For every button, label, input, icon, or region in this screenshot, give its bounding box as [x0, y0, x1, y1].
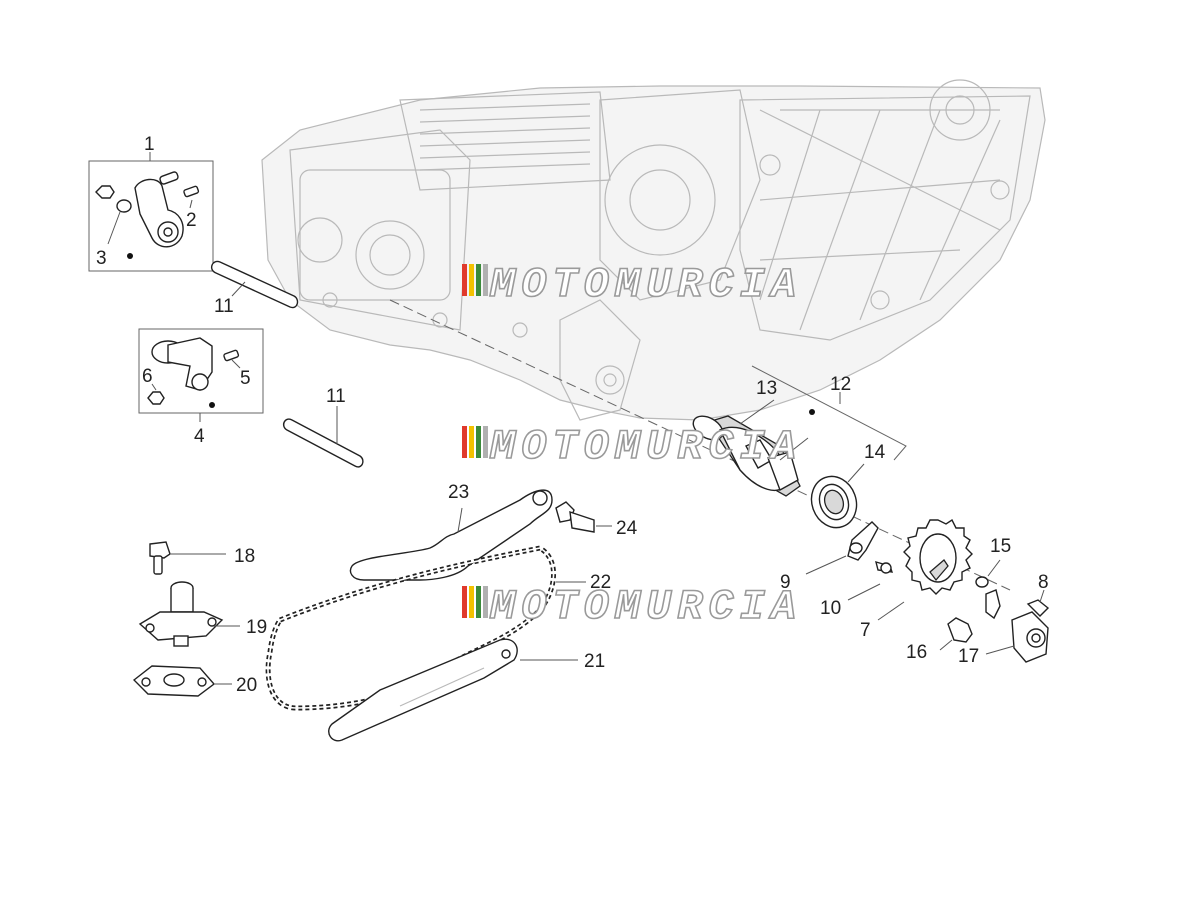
callout-21: 21 — [584, 651, 605, 672]
watermark-stripe — [469, 426, 474, 458]
callout-3: 3 — [96, 248, 107, 269]
rocker-arm-kit-1 — [88, 152, 214, 272]
callout-18: 18 — [234, 546, 255, 567]
rocker-shaft-pin-lower — [282, 406, 364, 468]
callout-12: 12 — [830, 374, 851, 395]
rocker-arm-kit-4 — [138, 328, 264, 422]
watermark-stripe — [462, 264, 467, 296]
watermark-stripe — [476, 264, 481, 296]
callout-23: 23 — [448, 482, 469, 503]
callout-10: 10 — [820, 598, 841, 619]
watermark-stripe — [476, 426, 481, 458]
chain-tensioner-19 — [138, 581, 240, 647]
callout-1: 1 — [144, 134, 155, 155]
callout-9: 9 — [780, 572, 791, 593]
camshaft-assembly — [692, 365, 907, 529]
callout-22: 22 — [590, 572, 611, 593]
watermark-text: MOTOMURCIA — [489, 423, 802, 471]
guide-screw-24 — [555, 501, 612, 533]
rocker-shaft-pin-upper — [210, 260, 299, 309]
watermark-stripe — [462, 586, 467, 618]
watermark-logo-1: MOTOMURCIA — [462, 260, 802, 310]
callout-20: 20 — [236, 675, 257, 696]
callout-6: 6 — [142, 366, 153, 387]
watermark-text: MOTOMURCIA — [489, 583, 802, 631]
callout-2: 2 — [186, 210, 197, 231]
callout-14: 14 — [864, 442, 886, 463]
callout-15: 15 — [990, 536, 1011, 557]
callout-11-lower: 11 — [326, 386, 346, 407]
callout-11-upper: 11 — [214, 296, 234, 317]
watermark-stripe — [483, 426, 488, 458]
cam-sprocket-assembly — [805, 518, 1050, 663]
watermark-logo-3: MOTOMURCIA — [462, 582, 802, 632]
watermark-stripe — [462, 426, 467, 458]
callout-7: 7 — [860, 620, 871, 641]
chain-tensioner-slider-23 — [349, 489, 553, 581]
tensioner-gasket-20 — [132, 665, 232, 697]
watermark-stripe — [483, 264, 488, 296]
watermark-stripe — [483, 586, 488, 618]
callout-5: 5 — [240, 368, 251, 389]
engine-crankcase — [261, 79, 1046, 421]
callout-8: 8 — [1038, 572, 1049, 593]
callout-13: 13 — [756, 378, 777, 399]
watermark-stripe — [476, 586, 481, 618]
chain-guide-21 — [328, 638, 578, 742]
callout-19: 19 — [246, 617, 267, 638]
tensioner-screw-18 — [149, 541, 226, 575]
callout-17: 17 — [958, 646, 979, 667]
watermark-stripe — [469, 586, 474, 618]
callout-24: 24 — [616, 518, 638, 539]
assembly-axis-line — [389, 299, 1011, 591]
callout-16: 16 — [906, 642, 927, 663]
watermark-logo-2: MOTOMURCIA — [462, 422, 802, 472]
watermark-stripe — [469, 264, 474, 296]
callout-labels: 1 2 3 4 5 6 7 8 9 10 11 11 12 13 14 15 1… — [96, 134, 1049, 696]
watermark-text: MOTOMURCIA — [489, 261, 802, 309]
callout-4: 4 — [194, 426, 205, 447]
cam-sprocket-7 — [903, 518, 973, 595]
